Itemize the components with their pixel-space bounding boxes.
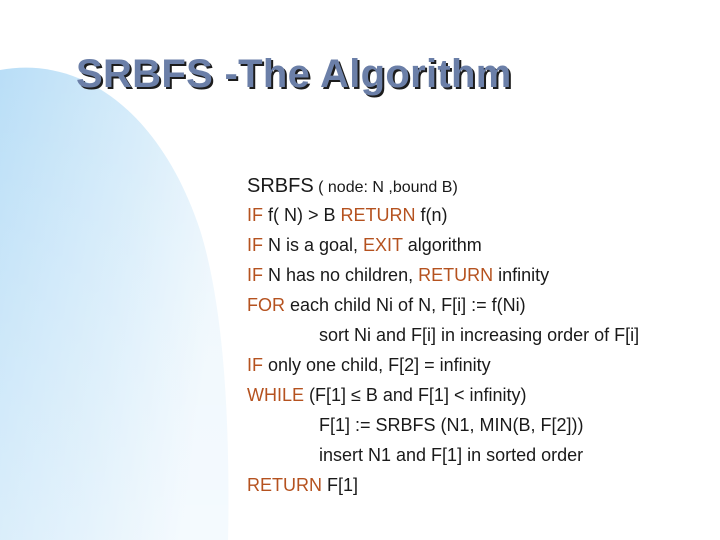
function-params: ( node: N ,bound B) xyxy=(313,179,458,196)
keyword: IF xyxy=(247,265,263,285)
pseudocode-line-2: IF N is a goal, EXIT algorithm xyxy=(247,235,482,255)
pseudocode-line-7: WHILE (F[1] ≤ B and F[1] < infinity) xyxy=(247,385,527,405)
keyword: WHILE xyxy=(247,385,305,405)
pseudocode-line-8: F[1] := SRBFS (N1, MIN(B, F[2])) xyxy=(319,415,584,435)
algorithm-body: SRBFS ( node: N ,bound B) IF f( N) > B R… xyxy=(247,170,707,500)
keyword: EXIT xyxy=(363,235,403,255)
keyword: IF xyxy=(247,235,263,255)
function-name: SRBFS xyxy=(247,175,314,197)
keyword: FOR xyxy=(247,295,285,315)
pseudocode-line-3: IF N has no children, RETURN infinity xyxy=(247,265,550,285)
keyword: RETURN xyxy=(247,475,322,495)
keyword: RETURN xyxy=(418,265,494,285)
keyword: RETURN xyxy=(340,205,416,225)
pseudocode-line-9: insert N1 and F[1] in sorted order xyxy=(319,445,584,465)
pseudocode-line-4: FOR each child Ni of N, F[i] := f(Ni) xyxy=(247,295,526,315)
algorithm-signature: SRBFS ( node: N ,bound B) xyxy=(247,170,707,202)
keyword: IF xyxy=(247,205,263,225)
pseudocode-line-6: IF only one child, F[2] = infinity xyxy=(247,355,491,375)
slide-title: SRBFS -The Algorithm xyxy=(76,52,512,96)
pseudocode-line-5: sort Ni and F[i] in increasing order of … xyxy=(319,325,640,345)
keyword: IF xyxy=(247,355,263,375)
pseudocode-line-1: IF f( N) > B RETURN f(n) xyxy=(247,205,448,225)
pseudocode-line-10: RETURN F[1] xyxy=(247,475,359,495)
